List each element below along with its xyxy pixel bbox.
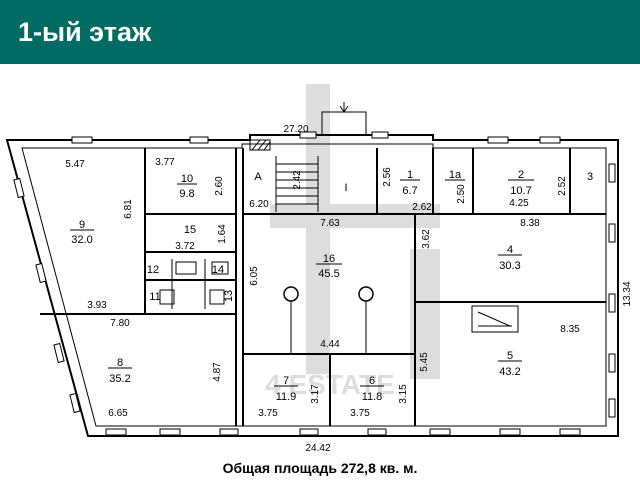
dim-3-93: 3.93 <box>87 300 107 311</box>
room-8-area: 35.2 <box>109 373 130 385</box>
dim-3-75-b: 3.75 <box>350 408 370 419</box>
room-7-number: 7 <box>283 375 289 387</box>
room-7-area: 11.9 <box>276 391 297 403</box>
dim-3-72: 3.72 <box>175 241 195 252</box>
room-4-area: 30.3 <box>499 260 520 272</box>
room-10-area: 9.8 <box>179 188 194 200</box>
dim-2-56: 2.56 <box>382 167 393 187</box>
room-9-area: 32.0 <box>71 234 92 246</box>
dim-27-20: 27.20 <box>283 124 308 135</box>
dim-5-47: 5.47 <box>65 159 85 170</box>
room-6-area: 11.8 <box>362 391 383 403</box>
dim-1-64: 1.64 <box>217 224 228 244</box>
dimensions: 27.20 5.47 3.77 2.60 6.81 3.72 1.64 3.93… <box>65 124 633 454</box>
dim-2-60-a: 2.60 <box>214 176 225 196</box>
page-title: 1-ый этаж <box>18 17 152 47</box>
room-1a-number: 1а <box>449 169 462 181</box>
dim-8-35: 8.35 <box>560 324 580 335</box>
room-16-number: 16 <box>323 253 335 265</box>
room-11-number: 11 <box>149 291 160 303</box>
dim-2-62: 2.62 <box>412 202 432 213</box>
dim-13-34: 13.34 <box>622 281 633 306</box>
room-8-number: 8 <box>117 357 123 369</box>
room-14-number: 14 <box>212 264 224 276</box>
room-labels: 9 32.0 10 9.8 15 12 14 11 13 8 35.2 16 4… <box>70 169 593 403</box>
floor-plan: 4 ESTATE <box>5 84 633 454</box>
windows <box>13 131 616 436</box>
dim-4-44: 4.44 <box>320 339 340 350</box>
dim-2-42: 2.42 <box>292 170 303 190</box>
dim-5-45: 5.45 <box>419 352 430 372</box>
room-1-number: 1 <box>407 169 413 181</box>
dim-2-50: 2.50 <box>456 184 467 204</box>
dim-24-42: 24.42 <box>305 443 330 454</box>
dim-6-81: 6.81 <box>123 199 134 219</box>
stair-i-label: I <box>344 182 347 194</box>
dim-6-05: 6.05 <box>249 266 260 286</box>
dim-6-20: 6.20 <box>249 199 269 210</box>
dim-3-62: 3.62 <box>421 229 432 249</box>
interior-walls <box>40 148 606 426</box>
stair-a-label: A <box>254 171 262 183</box>
room-2-area: 10.7 <box>510 185 531 197</box>
room-6-number: 6 <box>369 375 375 387</box>
room-5-number: 5 <box>507 350 513 362</box>
room-12-number: 12 <box>147 264 159 276</box>
room-16-area: 45.5 <box>318 268 339 280</box>
dim-7-63: 7.63 <box>320 218 340 229</box>
dim-4-25: 4.25 <box>509 198 529 209</box>
dim-6-65: 6.65 <box>108 408 128 419</box>
dim-7-80: 7.80 <box>110 318 130 329</box>
room-1-area: 6.7 <box>402 185 417 197</box>
room-4-number: 4 <box>507 244 513 256</box>
total-area-caption: Общая площадь 272,8 кв. м. <box>222 460 418 476</box>
dim-3-17: 3.17 <box>310 384 321 404</box>
header-bar: 1-ый этаж <box>0 0 640 64</box>
dim-3-15: 3.15 <box>398 384 409 404</box>
room-15-number: 15 <box>184 224 196 236</box>
dim-4-87: 4.87 <box>212 362 223 382</box>
room-10-number: 10 <box>181 173 193 185</box>
room-13-number: 13 <box>223 290 235 302</box>
dim-3-77: 3.77 <box>155 157 175 168</box>
dim-2-52: 2.52 <box>557 176 568 196</box>
room-2-number: 2 <box>518 169 524 181</box>
dim-3-75-a: 3.75 <box>258 408 278 419</box>
room-5-area: 43.2 <box>499 366 520 378</box>
dim-8-38: 8.38 <box>520 218 540 229</box>
room-3-number: 3 <box>587 171 593 183</box>
room-9-number: 9 <box>79 219 85 231</box>
